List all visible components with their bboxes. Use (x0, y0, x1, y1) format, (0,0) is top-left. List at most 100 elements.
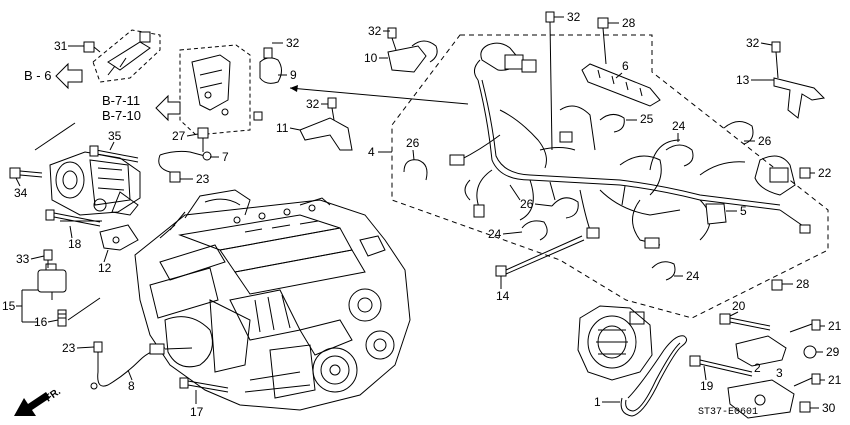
clip-24a (665, 144, 694, 167)
callout-30: 30 (822, 401, 836, 415)
callout-22: 22 (818, 166, 832, 180)
engine-wire-harness (449, 42, 811, 249)
callout-21b: 21 (828, 373, 842, 387)
bolt-19 (689, 355, 753, 377)
callout-33: 33 (16, 252, 30, 266)
sensor-leader (67, 297, 101, 321)
nut-28-lower (771, 279, 783, 291)
callout-16: 16 (34, 315, 48, 329)
callout-35: 35 (108, 129, 122, 143)
nut-22 (799, 167, 811, 179)
callout-21a: 21 (828, 319, 842, 333)
callout-4: 4 (368, 145, 375, 159)
bracket-11 (299, 97, 353, 151)
callout-24c: 24 (686, 269, 700, 283)
callout-2: 2 (754, 361, 761, 375)
ref-label-b710[interactable]: B-7-10 (102, 108, 141, 123)
sensor-cable-8 (90, 341, 193, 390)
front-direction-label: FR. (43, 386, 63, 404)
callout-14: 14 (496, 289, 510, 303)
callout-32a: 32 (368, 24, 382, 38)
starter-motor (49, 151, 141, 216)
sensor-15 (37, 249, 67, 300)
sensor-14 (495, 235, 585, 277)
adjuster-bracket-2 (735, 335, 787, 367)
callout-17: 17 (190, 405, 204, 419)
callout-5: 5 (740, 204, 747, 218)
clip-26a (403, 159, 428, 181)
callout-31: 31 (54, 39, 68, 53)
engine-assembly (134, 189, 411, 411)
bolt-35 (89, 145, 139, 163)
bolt-34 (9, 167, 43, 179)
callout-32d: 32 (746, 36, 760, 50)
callout-8: 8 (128, 379, 135, 393)
front-direction-arrow (14, 392, 50, 416)
callout-11: 11 (276, 121, 289, 135)
sensor-lead-7 (158, 150, 212, 183)
callout-20: 20 (732, 299, 746, 313)
bracket-13 (771, 41, 826, 119)
callout-7: 7 (222, 150, 229, 164)
clip-24b (521, 220, 548, 241)
callout-10: 10 (364, 51, 378, 65)
pointer-line (289, 87, 469, 105)
fitting-16 (57, 309, 67, 327)
callout-32b: 32 (567, 10, 581, 24)
ref-arrow-b7 (155, 94, 181, 122)
bolt-20 (719, 313, 771, 331)
clip-26c (551, 197, 579, 219)
callout-34: 34 (14, 186, 28, 200)
bolt-32-harness (545, 11, 555, 151)
alternator-bracket-3 (727, 379, 795, 419)
callout-26b: 26 (758, 134, 772, 148)
callout-25: 25 (640, 112, 654, 126)
callout-15: 15 (2, 299, 16, 313)
callout-18: 18 (68, 237, 82, 251)
callout-24b: 24 (488, 227, 502, 241)
callout-23b: 23 (62, 341, 76, 355)
callout-32c: 32 (286, 36, 300, 50)
harness-group-outline (391, 34, 829, 319)
callout-12: 12 (98, 261, 112, 275)
harness-protector-6 (581, 17, 661, 107)
nut-29 (803, 345, 817, 359)
callout-29: 29 (826, 345, 840, 359)
callout-24a: 24 (672, 119, 686, 133)
bolt-31 (83, 41, 101, 53)
starter-leader (34, 122, 76, 151)
callout-27: 27 (172, 129, 186, 143)
nut-30 (799, 401, 811, 413)
drive-belt-1 (620, 335, 688, 417)
callout-13: 13 (736, 73, 750, 87)
mount-bracket-9 (179, 44, 282, 136)
callout-23a: 23 (196, 172, 210, 186)
ref-arrow-b6 (55, 62, 83, 90)
ref-label-b711[interactable]: B-7-11 (102, 93, 140, 108)
callout-3: 3 (776, 366, 783, 380)
harness-stay-5 (705, 203, 727, 225)
callout-19: 19 (700, 379, 714, 393)
callout-9: 9 (290, 68, 297, 82)
ref-label-b6[interactable]: B - 6 (24, 68, 51, 83)
bolt-21-lower (793, 373, 821, 387)
bolt-17 (179, 377, 229, 393)
clip-24c (651, 261, 676, 281)
bracket-12 (99, 224, 139, 251)
callout-28a: 28 (622, 16, 636, 30)
callout-6: 6 (622, 59, 629, 73)
callout-26c: 26 (520, 197, 534, 211)
callout-26a: 26 (406, 136, 420, 150)
clip-25 (599, 114, 625, 133)
bolt-21-upper (789, 319, 821, 333)
callout-32e: 32 (306, 97, 320, 111)
bolt-27 (197, 127, 209, 152)
alternator (577, 305, 653, 381)
sensor-31-group-outline (92, 29, 161, 83)
diagram-code: ST37-E0601 (698, 407, 758, 418)
bolt-18 (45, 209, 101, 227)
callout-28b: 28 (796, 277, 810, 291)
callout-1: 1 (594, 395, 601, 409)
